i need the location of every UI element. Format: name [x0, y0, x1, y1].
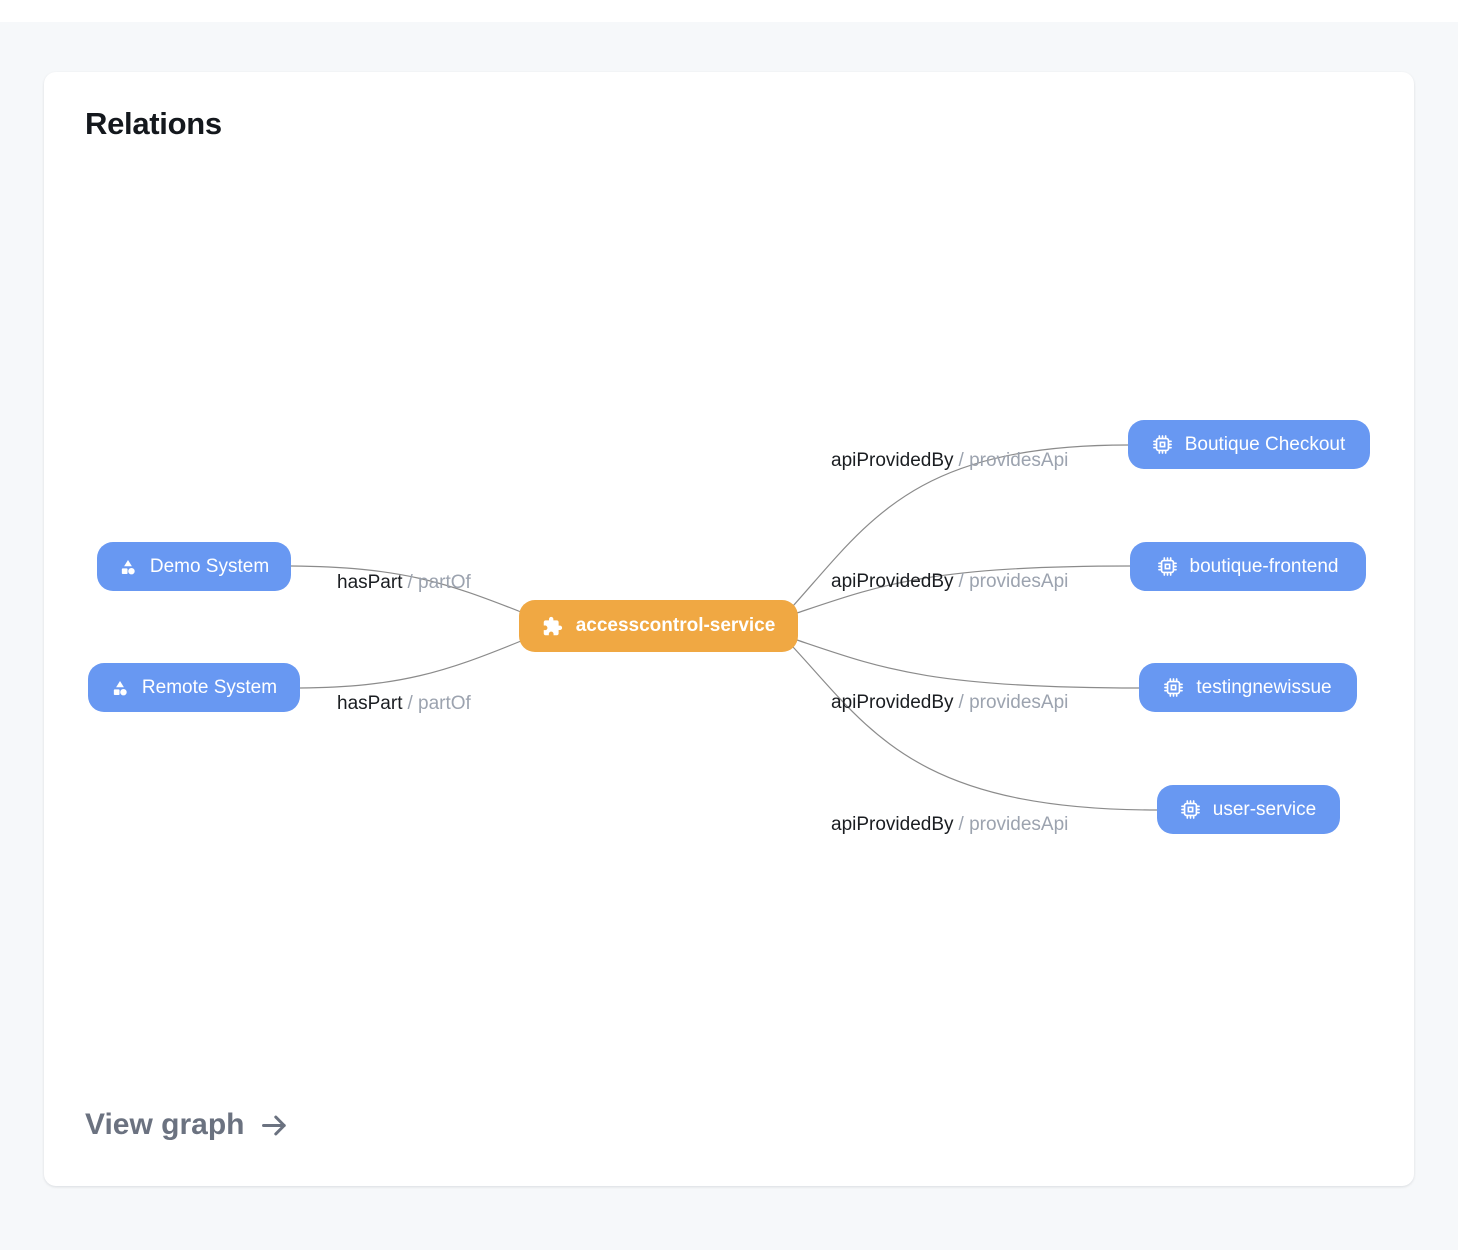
edge-label-haspart-1: hasPart/ partOf [337, 571, 471, 595]
node-label: boutique-frontend [1189, 555, 1339, 577]
edge-label-primary: apiProvidedBy [831, 692, 954, 713]
node-label: Demo System [149, 555, 270, 577]
edge-label-apiprovidedby-2: apiProvidedBy/ providesApi [831, 570, 1068, 594]
edge-label-secondary: / providesApi [958, 814, 1069, 835]
node-demo-system[interactable]: Demo System [97, 542, 291, 591]
edge-label-primary: hasPart [337, 572, 403, 593]
edge-user-service [792, 646, 1158, 811]
edge-label-secondary: / providesApi [958, 692, 1069, 713]
edge-testingnewissue [796, 639, 1140, 689]
node-label: user-service [1212, 798, 1317, 820]
edge-label-apiprovidedby-3: apiProvidedBy/ providesApi [831, 691, 1068, 715]
chip-icon [1157, 557, 1177, 576]
edge-label-primary: apiProvidedBy [831, 814, 954, 835]
node-boutique-frontend[interactable]: boutique-frontend [1130, 542, 1366, 591]
arrow-right-icon [259, 1110, 290, 1141]
edge-label-haspart-2: hasPart/ partOf [337, 692, 471, 716]
node-testingnewissue[interactable]: testingnewissue [1139, 663, 1357, 712]
shapes-icon [111, 679, 129, 697]
node-label: Boutique Checkout [1184, 433, 1346, 455]
node-user-service[interactable]: user-service [1157, 785, 1340, 834]
node-label: Remote System [141, 676, 278, 698]
chip-icon [1180, 800, 1200, 819]
edge-label-secondary: / providesApi [958, 571, 1069, 592]
node-boutique-checkout[interactable]: Boutique Checkout [1128, 420, 1370, 469]
edge-label-primary: apiProvidedBy [831, 571, 954, 592]
edge-label-secondary: / partOf [407, 693, 471, 714]
node-accesscontrol-service[interactable]: accesscontrol-service [519, 600, 798, 652]
view-graph-link[interactable]: View graph [85, 1108, 290, 1142]
edge-remote-system [299, 640, 522, 689]
edge-label-apiprovidedby-4: apiProvidedBy/ providesApi [831, 813, 1068, 837]
edge-label-primary: apiProvidedBy [831, 450, 954, 471]
puzzle-icon [542, 616, 563, 637]
edge-label-secondary: / providesApi [958, 450, 1069, 471]
shapes-icon [119, 558, 137, 576]
chip-icon [1152, 435, 1172, 454]
edge-label-secondary: / partOf [407, 572, 471, 593]
card-title: Relations [85, 106, 222, 141]
edge-label-apiprovidedby-1: apiProvidedBy/ providesApi [831, 449, 1068, 473]
chip-icon [1164, 678, 1184, 697]
view-graph-label: View graph [85, 1108, 245, 1141]
relations-card: Relations Demo System [44, 72, 1414, 1186]
node-label: testingnewissue [1196, 676, 1332, 698]
node-label: accesscontrol-service [575, 615, 776, 636]
edge-label-primary: hasPart [337, 693, 403, 714]
node-remote-system[interactable]: Remote System [88, 663, 300, 712]
